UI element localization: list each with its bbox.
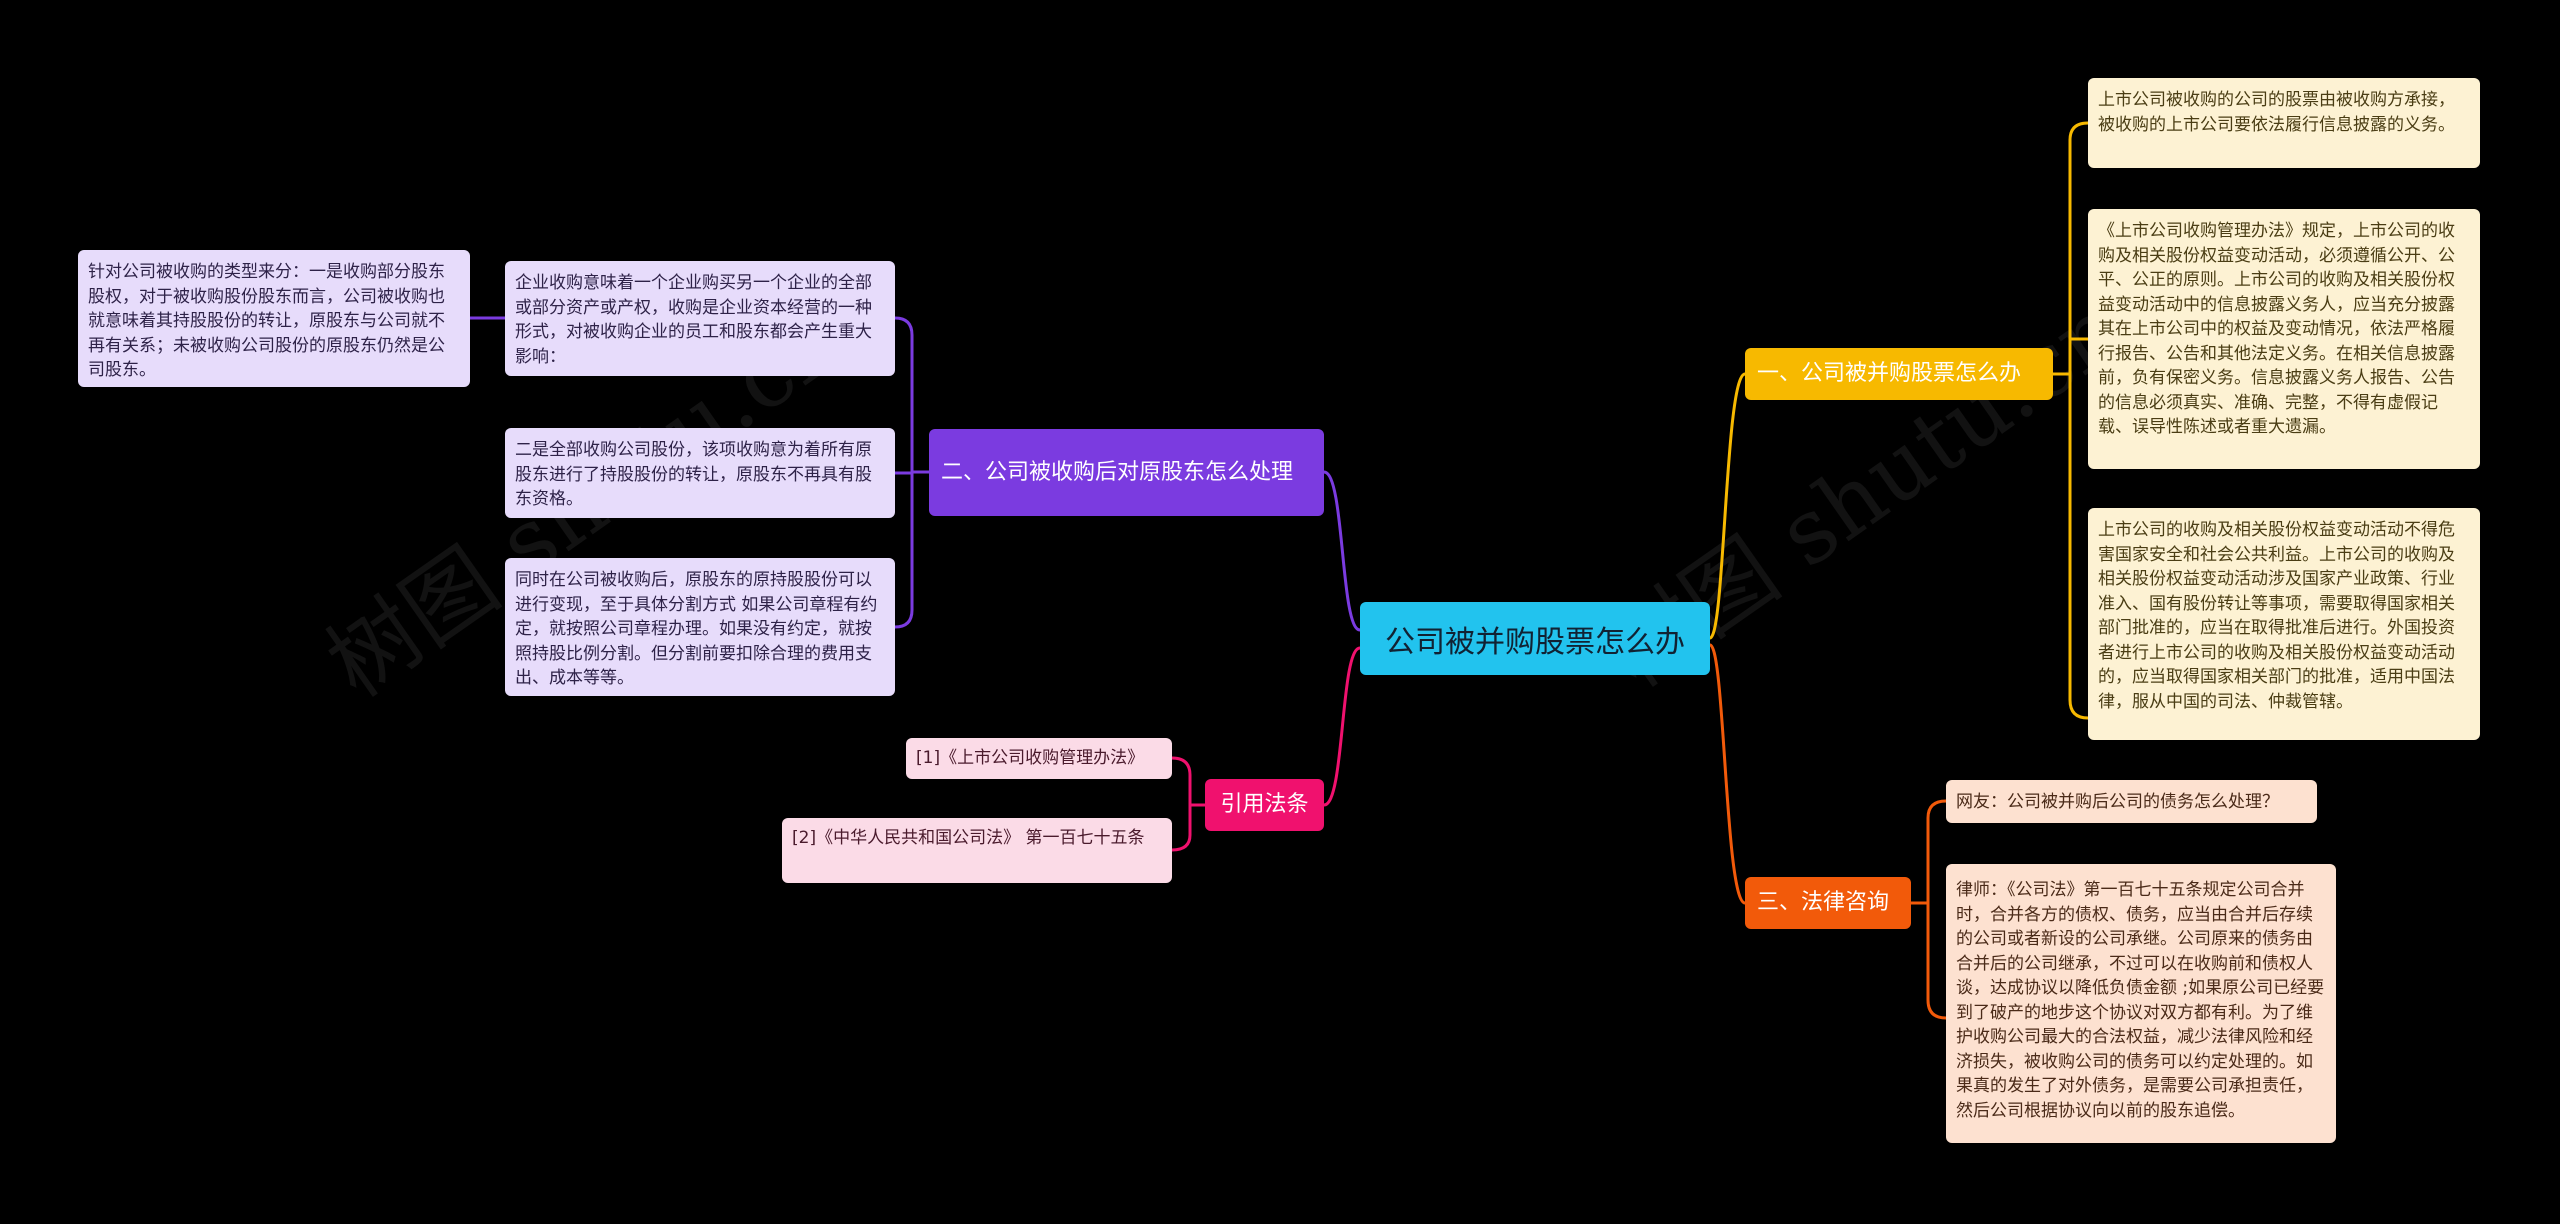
leaf-node[interactable]: 同时在公司被收购后，原股东的原持股股份可以进行变现，至于具体分割方式 如果公司章… bbox=[505, 558, 895, 696]
central-topic-label: 公司被并购股票怎么办 bbox=[1385, 624, 1685, 660]
branch-cited-laws[interactable]: 引用法条 bbox=[1205, 779, 1324, 831]
leaf-node[interactable]: 二是全部收购公司股份，该项收购意为着所有原股东进行了持股股份的转让，原股东不再具… bbox=[505, 428, 895, 518]
branch-label: 三、法律咨询 bbox=[1757, 890, 1890, 915]
leaf-node[interactable]: 《上市公司收购管理办法》规定，上市公司的收购及相关股份权益变动活动，必须遵循公开… bbox=[2088, 209, 2480, 469]
central-topic[interactable]: 公司被并购股票怎么办 bbox=[1360, 602, 1710, 675]
branch-shareholder-handling[interactable]: 二、公司被收购后对原股东怎么处理 bbox=[929, 429, 1324, 516]
branch-label: 一、公司被并购股票怎么办 bbox=[1757, 361, 2022, 386]
leaf-node[interactable]: 上市公司的收购及相关股份权益变动活动不得危害国家安全和社会公共利益。上市公司的收… bbox=[2088, 508, 2480, 740]
leaf-node[interactable]: [2]《中华人民共和国公司法》 第一百七十五条 bbox=[782, 818, 1172, 883]
leaf-node[interactable]: 企业收购意味着一个企业购买另一个企业的全部或部分资产或产权，收购是企业资本经营的… bbox=[505, 261, 895, 376]
leaf-node[interactable]: 律师：《公司法》第一百七十五条规定公司合并时，合并各方的债权、债务，应当由合并后… bbox=[1946, 864, 2336, 1143]
branch-label: 二、公司被收购后对原股东怎么处理 bbox=[941, 459, 1294, 485]
branch-stock-handling[interactable]: 一、公司被并购股票怎么办 bbox=[1745, 348, 2053, 400]
leaf-node[interactable]: 网友：公司被并购后公司的债务怎么处理？ bbox=[1946, 780, 2317, 823]
leaf-node[interactable]: 上市公司被收购的公司的股票由被收购方承接，被收购的上市公司要依法履行信息披露的义… bbox=[2088, 78, 2480, 168]
branch-legal-consultation[interactable]: 三、法律咨询 bbox=[1745, 877, 1911, 929]
leaf-node[interactable]: [1]《上市公司收购管理办法》 bbox=[906, 738, 1172, 779]
branch-label: 引用法条 bbox=[1220, 792, 1309, 817]
leaf-node[interactable]: 针对公司被收购的类型来分：一是收购部分股东股权，对于被收购股份股东而言，公司被收… bbox=[78, 250, 470, 387]
